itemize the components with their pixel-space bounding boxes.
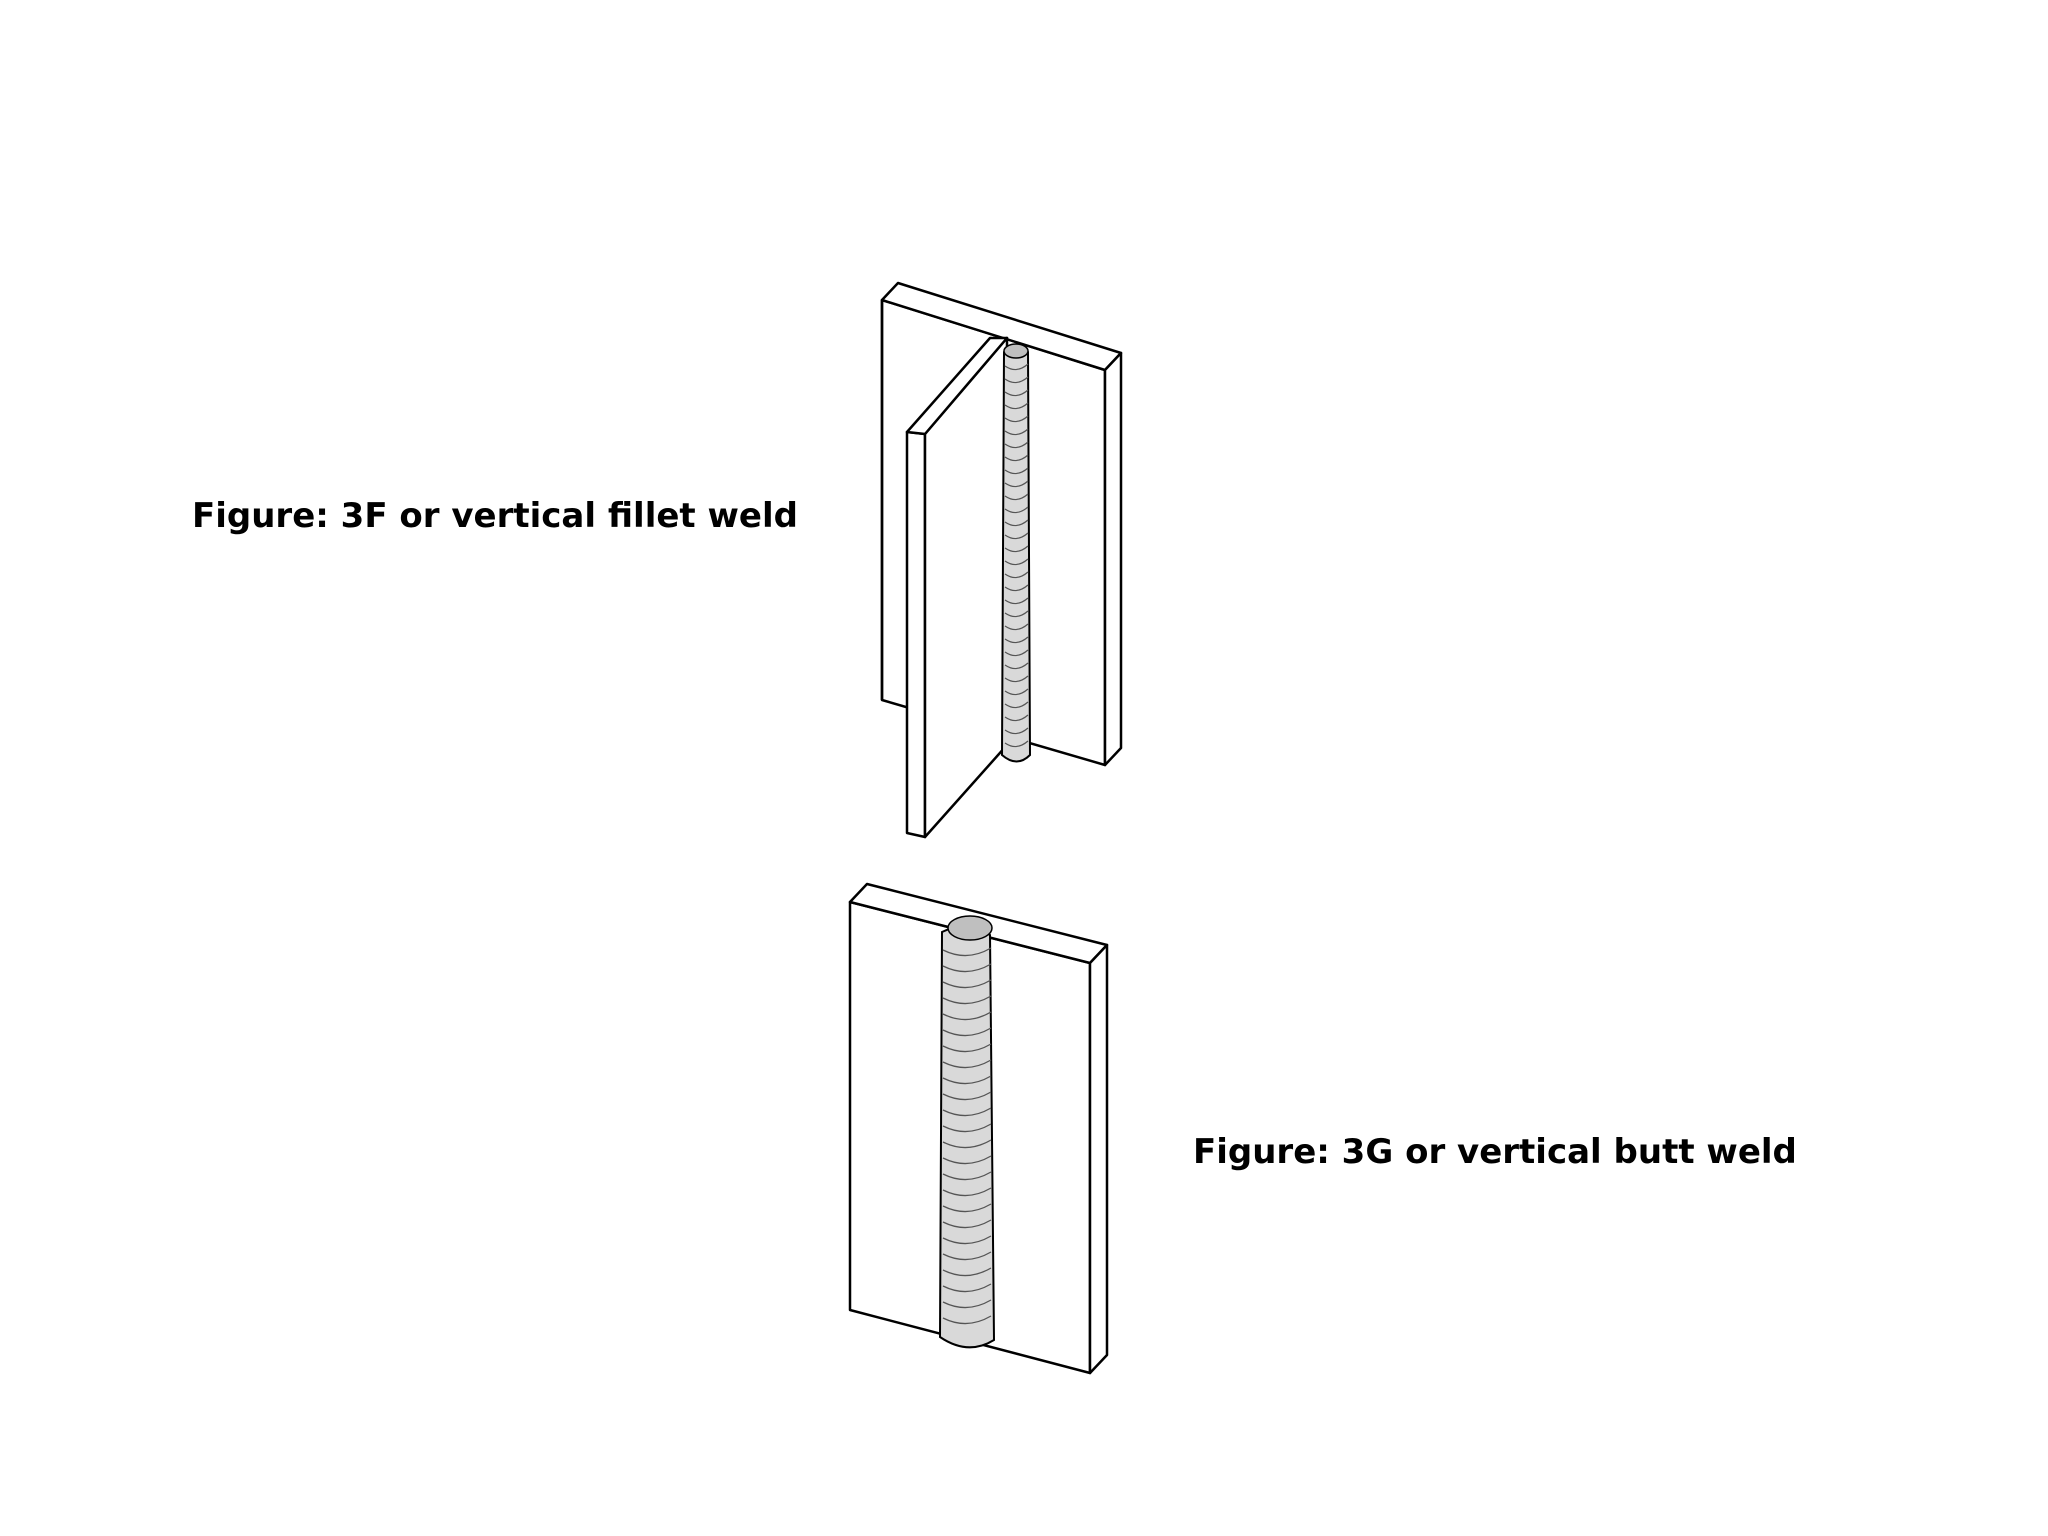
weld-ripple-line (1004, 493, 1029, 501)
weld-ripple-line (1004, 415, 1029, 423)
weld-ripple-line (1004, 389, 1029, 397)
weld-ripple-line (1004, 688, 1029, 696)
weld-ripple-line (1004, 662, 1029, 670)
weld-ripple-line (1004, 597, 1029, 605)
weld-ripple-line (942, 963, 992, 973)
weld-ripple-line (1004, 480, 1029, 488)
weld-ripple-line (1004, 584, 1029, 592)
weld-ripple-line (1004, 636, 1029, 644)
fillet-weld-bead (1000, 343, 1032, 763)
weld-ripple-line (942, 1235, 992, 1245)
weld-ripple-line (942, 1043, 992, 1053)
weld-ripple-line (942, 1171, 992, 1181)
weld-ripple-line (942, 1315, 992, 1325)
weld-ripple-line (942, 995, 992, 1005)
weld-ripple-line (942, 1107, 992, 1117)
weld-ripple-line (1004, 428, 1029, 436)
weld-ripple-line (942, 1219, 992, 1229)
weld-ripple-line (942, 1187, 992, 1197)
weld-ripple-line (942, 1139, 992, 1149)
weld-ripple-line (1004, 675, 1029, 683)
weld-ripple-line (942, 1283, 992, 1293)
weld-ripple-line (1004, 623, 1029, 631)
weld-ripple-line (942, 947, 992, 957)
weld-ripple-line (1004, 545, 1029, 553)
weld-ripple-line (1004, 701, 1029, 709)
weld-ripple-line (942, 1011, 992, 1021)
weld-ripple-line (1004, 714, 1029, 722)
weld-ripple-line (1004, 467, 1029, 475)
weld-ripple-line (1004, 727, 1029, 735)
weld-ripple-line (942, 1075, 992, 1085)
weld-ripple-line (942, 1123, 992, 1133)
butt-weld-caption: Figure: 3G or vertical butt weld (1193, 1132, 1797, 1172)
butt-weld-bead (938, 915, 996, 1349)
weld-ripple-line (1004, 363, 1029, 371)
weld-ripple-line (1004, 402, 1029, 410)
weld-ripple-line (1004, 649, 1029, 657)
weld-ripple-line (1004, 376, 1029, 384)
weld-ripple-line (942, 1091, 992, 1101)
weld-ripple-line (942, 1027, 992, 1037)
weld-ripple-line (1004, 532, 1029, 540)
weld-ripple-line (1004, 441, 1029, 449)
weld-ripple-line (1004, 610, 1029, 618)
weld-ripple-line (1004, 454, 1029, 462)
weld-ripple-line (942, 1251, 992, 1261)
fillet-stem-plate (905, 336, 1009, 839)
weld-ripple-line (1004, 740, 1029, 748)
weld-ripple-line (1004, 519, 1029, 527)
fillet-weld-caption: Figure: 3F or vertical fillet weld (192, 496, 798, 536)
weld-ripple-line (942, 979, 992, 989)
weld-ripple-line (1004, 558, 1029, 566)
weld-ripple-line (942, 1155, 992, 1165)
weld-ripple-line (1004, 571, 1029, 579)
weld-ripple-line (942, 1059, 992, 1069)
weld-ripple-line (1004, 506, 1029, 514)
weld-ripple-line (942, 1299, 992, 1309)
weld-ripple-line (942, 1267, 992, 1277)
weld-ripple-line (942, 1203, 992, 1213)
